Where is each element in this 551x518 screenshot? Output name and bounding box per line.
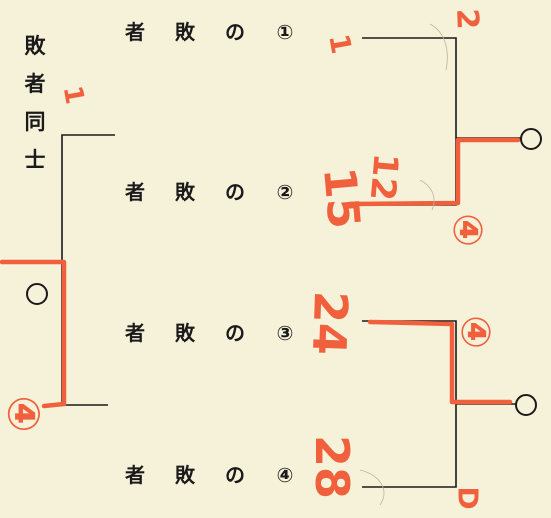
handwritten-mark-6: 24 bbox=[301, 290, 359, 356]
handwritten-mark-5: ④ bbox=[443, 213, 490, 247]
loser-label-4-no: の bbox=[225, 463, 245, 487]
handwritten-mark-7: ④ bbox=[451, 315, 498, 349]
loser-label-4: ④ bbox=[276, 463, 294, 487]
handwritten-mark-1: 2 bbox=[449, 7, 485, 31]
loser-label-3: ③ bbox=[276, 321, 294, 345]
winner-circle-top bbox=[520, 128, 542, 150]
pencil-scribble bbox=[359, 23, 448, 506]
loser-label-3-c1: 敗 bbox=[175, 321, 195, 345]
loser-label-1: ① bbox=[276, 20, 294, 44]
handwritten-mark-3: 12 bbox=[361, 151, 406, 203]
loser-label-4-c1: 敗 bbox=[175, 463, 195, 487]
loser-label-2-no: の bbox=[225, 180, 245, 204]
loser-label-2-c1: 敗 bbox=[175, 180, 195, 204]
handwritten-mark-4: 15 bbox=[313, 165, 370, 231]
handwritten-mark-8: 28 bbox=[305, 434, 360, 500]
loser-label-3-c2: 者 bbox=[125, 321, 145, 345]
winner-circle-losers bbox=[26, 283, 48, 305]
winner-circle-bottom bbox=[515, 394, 537, 416]
loser-label-2: ② bbox=[276, 180, 294, 204]
loser-label-1-c1: 敗 bbox=[175, 20, 195, 44]
bracket-losers bbox=[28, 134, 115, 406]
handwritten-mark-10: ④ bbox=[0, 395, 49, 433]
loser-label-1-no: の bbox=[225, 20, 245, 44]
loser-label-4-c2: 者 bbox=[125, 463, 145, 487]
loser-label-2-c2: 者 bbox=[125, 180, 145, 204]
handwritten-mark-9: D bbox=[451, 486, 485, 510]
losers-match-label: 敗 者 同 士 bbox=[24, 34, 46, 172]
loser-label-1-c2: 者 bbox=[125, 20, 145, 44]
loser-label-3-no: の bbox=[225, 321, 245, 345]
red-pen-highlights bbox=[0, 137, 521, 409]
